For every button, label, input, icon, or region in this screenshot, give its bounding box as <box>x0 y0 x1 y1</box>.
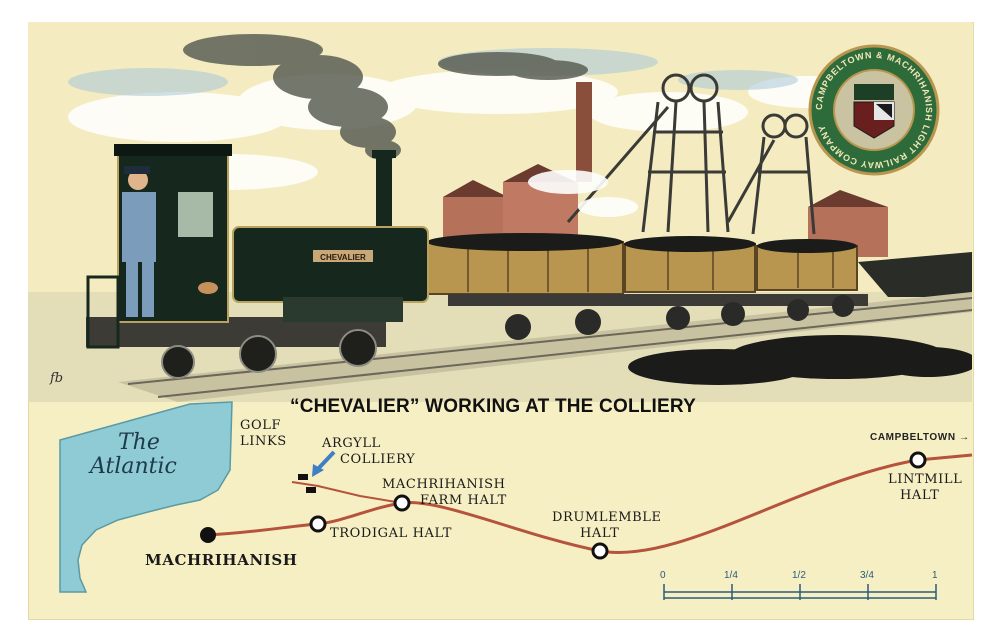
scale-tick-three-quarter: 3/4 <box>860 570 874 581</box>
colliery-symbol <box>306 487 316 493</box>
scale-tick-quarter: 1/4 <box>724 570 738 581</box>
sea-label-the: The <box>118 430 160 455</box>
label-farm-halt-2: FARM HALT <box>420 493 507 508</box>
arrow-right-icon: → <box>959 432 970 443</box>
nameplate-text: CHEVALIER <box>320 253 366 262</box>
station-machrihanish <box>200 527 216 543</box>
scale-tick-1: 1 <box>932 570 938 581</box>
label-lintmill-2: HALT <box>900 488 940 503</box>
label-trodigal: TRODIGAL HALT <box>330 526 452 541</box>
label-colliery: COLLIERY <box>340 452 416 467</box>
railway-company-emblem: CAMPBELTOWN & MACHRIHANISH LIGHT RAILWAY… <box>808 44 940 176</box>
scale-tick-0: 0 <box>660 570 666 581</box>
colliery-symbol <box>298 474 308 480</box>
coal-wagons <box>427 233 868 340</box>
station-lintmill <box>909 451 927 469</box>
nameplate <box>313 250 373 262</box>
locomotive-chevalier: CHEVALIER <box>86 144 429 379</box>
sea-label-atlantic: Atlantic <box>90 454 177 479</box>
label-golf: GOLF <box>240 418 282 433</box>
scale-tick-half: 1/2 <box>792 570 806 581</box>
label-farm-halt-1: MACHRIHANISH <box>382 477 506 492</box>
label-argyll: ARGYLL <box>322 436 381 451</box>
label-machrihanish: MACHRIHANISH <box>145 551 298 569</box>
station-trodigal <box>309 515 327 533</box>
atlantic-sea <box>59 401 233 593</box>
railway-route <box>207 453 973 554</box>
colliery-pointer-arrow <box>312 450 336 477</box>
colliery-branch <box>291 481 403 504</box>
label-links: LINKS <box>240 434 287 449</box>
scale-bar <box>663 584 937 600</box>
label-drumlemble-1: DRUMLEMBLE <box>552 510 662 525</box>
label-campbeltown: CAMPBELTOWN → <box>870 432 970 443</box>
caption: “CHEVALIER” WORKING AT THE COLLIERY <box>290 396 696 417</box>
campbeltown-text: CAMPBELTOWN <box>870 432 956 443</box>
coal-foreground <box>628 335 972 385</box>
label-lintmill-1: LINTMILL <box>888 472 963 487</box>
spoil-heap <box>858 252 972 297</box>
station-farm-halt <box>393 494 411 512</box>
steam-puffs <box>528 170 638 217</box>
artist-signature: fb <box>49 371 63 386</box>
colliery-buildings <box>443 82 888 257</box>
label-drumlemble-2: HALT <box>580 526 620 541</box>
colliery-illustration: CHEVALIER CAMPBELTOWN & MACHRIHANISH LIG… <box>28 22 972 402</box>
station-drumlemble <box>591 542 609 560</box>
pit-headframes <box>566 73 816 235</box>
